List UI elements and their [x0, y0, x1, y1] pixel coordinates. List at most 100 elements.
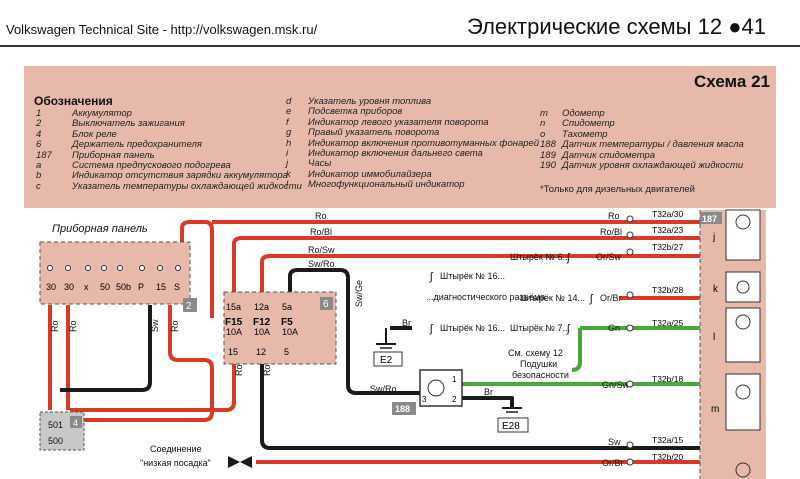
cluster-pin-label: T32b/18	[652, 374, 683, 384]
wc-sw-ro-sensor: Sw/Ro	[370, 384, 397, 394]
legend-text: Подсветка приборов	[308, 106, 403, 118]
legend-code: 188	[540, 139, 556, 151]
switch-contact	[65, 265, 71, 271]
ground-e28: E28	[497, 407, 529, 433]
display-icon	[735, 314, 751, 330]
legend-code: d	[286, 96, 292, 107]
ground-e2: E2	[373, 328, 403, 367]
relay-t1: 501	[48, 420, 63, 430]
wire-sw-ro	[288, 268, 420, 395]
legend-text: Выключатель зажигания	[72, 118, 185, 130]
instrument-cluster: 187 T32a/30T32a/23T32b/27T32b/28T32a/25T…	[626, 209, 766, 479]
switch-id: 2	[186, 301, 192, 312]
airbag-note-3: безопасности	[512, 370, 569, 380]
legend-text: Датчик уровня охлаждающей жидкости	[562, 160, 744, 171]
legend-text: Указатель уровня топлива	[308, 96, 432, 107]
legend-note: *Только для дизельных двигателей	[540, 184, 695, 195]
diag-label: ...диагностического разъёма	[426, 292, 545, 302]
wc-ro: Ro	[315, 211, 327, 221]
legend-text: Блок реле	[72, 128, 117, 140]
switch-terminal: 50	[100, 282, 110, 292]
fuse-name: F12	[253, 317, 271, 328]
legend-code: 6	[36, 139, 42, 151]
sensor-pin-2: 2	[452, 395, 457, 404]
ground-e2-label: E2	[380, 355, 393, 366]
fuse-top: 12a	[254, 302, 269, 312]
sensor-pin-1: 1	[452, 375, 457, 384]
bullet-icon: ●	[728, 14, 742, 39]
legend-entry: o Тахометр	[540, 129, 608, 140]
cluster-pin-terminal	[626, 458, 634, 466]
switch-contact	[139, 265, 145, 271]
cluster-pin-label: T32a/30	[652, 209, 683, 219]
wc-sw-ro: Sw/Ro	[308, 259, 335, 269]
legend-text: Спидометр	[562, 118, 615, 130]
relay-t2: 500	[48, 436, 63, 446]
wire-br-sensor	[460, 396, 514, 408]
fuse-box-id: 6	[323, 299, 329, 310]
legend-code: l	[286, 179, 289, 191]
switch-contact	[157, 265, 163, 271]
wc-br-e2: Br	[402, 318, 411, 328]
wc-ro-sw: Ro/Sw	[308, 245, 335, 255]
relay-id: 4	[73, 418, 78, 428]
fuse-bottom: 5	[284, 347, 289, 357]
legend-text: Указатель температуры охлаждающей жидкос…	[72, 180, 302, 192]
legend-code: a	[36, 160, 42, 171]
legend-text: Система предпускового подогрева	[72, 160, 231, 171]
wire-fuse-ro	[70, 358, 236, 412]
sensor-pin-3: 3	[422, 395, 427, 404]
legend-code: f	[286, 116, 289, 128]
cluster-pin-terminal	[626, 380, 634, 388]
legend-text: Тахометр	[562, 128, 608, 140]
cluster-id: 187	[702, 214, 717, 224]
legend-code: j	[286, 158, 289, 170]
fuse-rating: 10A	[254, 327, 270, 337]
fuse-top: 5a	[282, 302, 292, 312]
switch-contact	[47, 265, 53, 271]
cluster-pin-terminal	[626, 291, 634, 299]
plug7-label: Штырёк № 7...	[510, 323, 570, 333]
switch-terminal: 15	[156, 282, 166, 292]
switch-terminal: P	[138, 282, 144, 292]
site-caption: Volkswagen Technical Site - http://volks…	[6, 22, 318, 37]
legend-code: 4	[36, 128, 42, 140]
legend-text: Индикатор включения дальнего света	[308, 148, 483, 159]
legend-code: o	[540, 128, 546, 140]
switch-contact	[117, 265, 123, 271]
wire-panel-ro3	[60, 305, 214, 422]
connector-arrow-icon: ʃ	[566, 323, 571, 335]
wc-panel-ro3: Ro	[170, 320, 180, 332]
legend-code: n	[540, 118, 546, 130]
fuse-name: F15	[225, 317, 243, 328]
legend-text: Индикатор левого указателя поворота	[308, 116, 489, 128]
connection-note-1: Соединение	[150, 444, 202, 454]
fuse-name: F5	[281, 317, 293, 328]
legend-text: Приборная панель	[72, 149, 155, 161]
clock-icon	[735, 214, 751, 230]
cluster-letter-j: j	[712, 232, 715, 243]
legend-code: c	[36, 180, 41, 192]
sensor-id: 188	[395, 404, 410, 414]
legend-code: i	[286, 148, 289, 159]
legend-code: k	[286, 168, 291, 180]
legend-text: Держатель предохранителя	[72, 139, 202, 151]
wc-panel-sw: Sw	[150, 319, 160, 332]
wc-ro-bl: Ro/Bl	[310, 227, 332, 237]
legend-text: Датчик спидометра	[562, 149, 656, 161]
wire-ro-bl	[232, 236, 705, 318]
legend-heading: Обозначения	[34, 94, 113, 108]
cluster-pin-terminal	[626, 231, 634, 239]
cluster-letter-l: l	[713, 332, 715, 343]
immobilizer-icon	[736, 280, 750, 294]
wire-panel-sw	[60, 305, 152, 392]
legend-code: e	[286, 106, 292, 118]
